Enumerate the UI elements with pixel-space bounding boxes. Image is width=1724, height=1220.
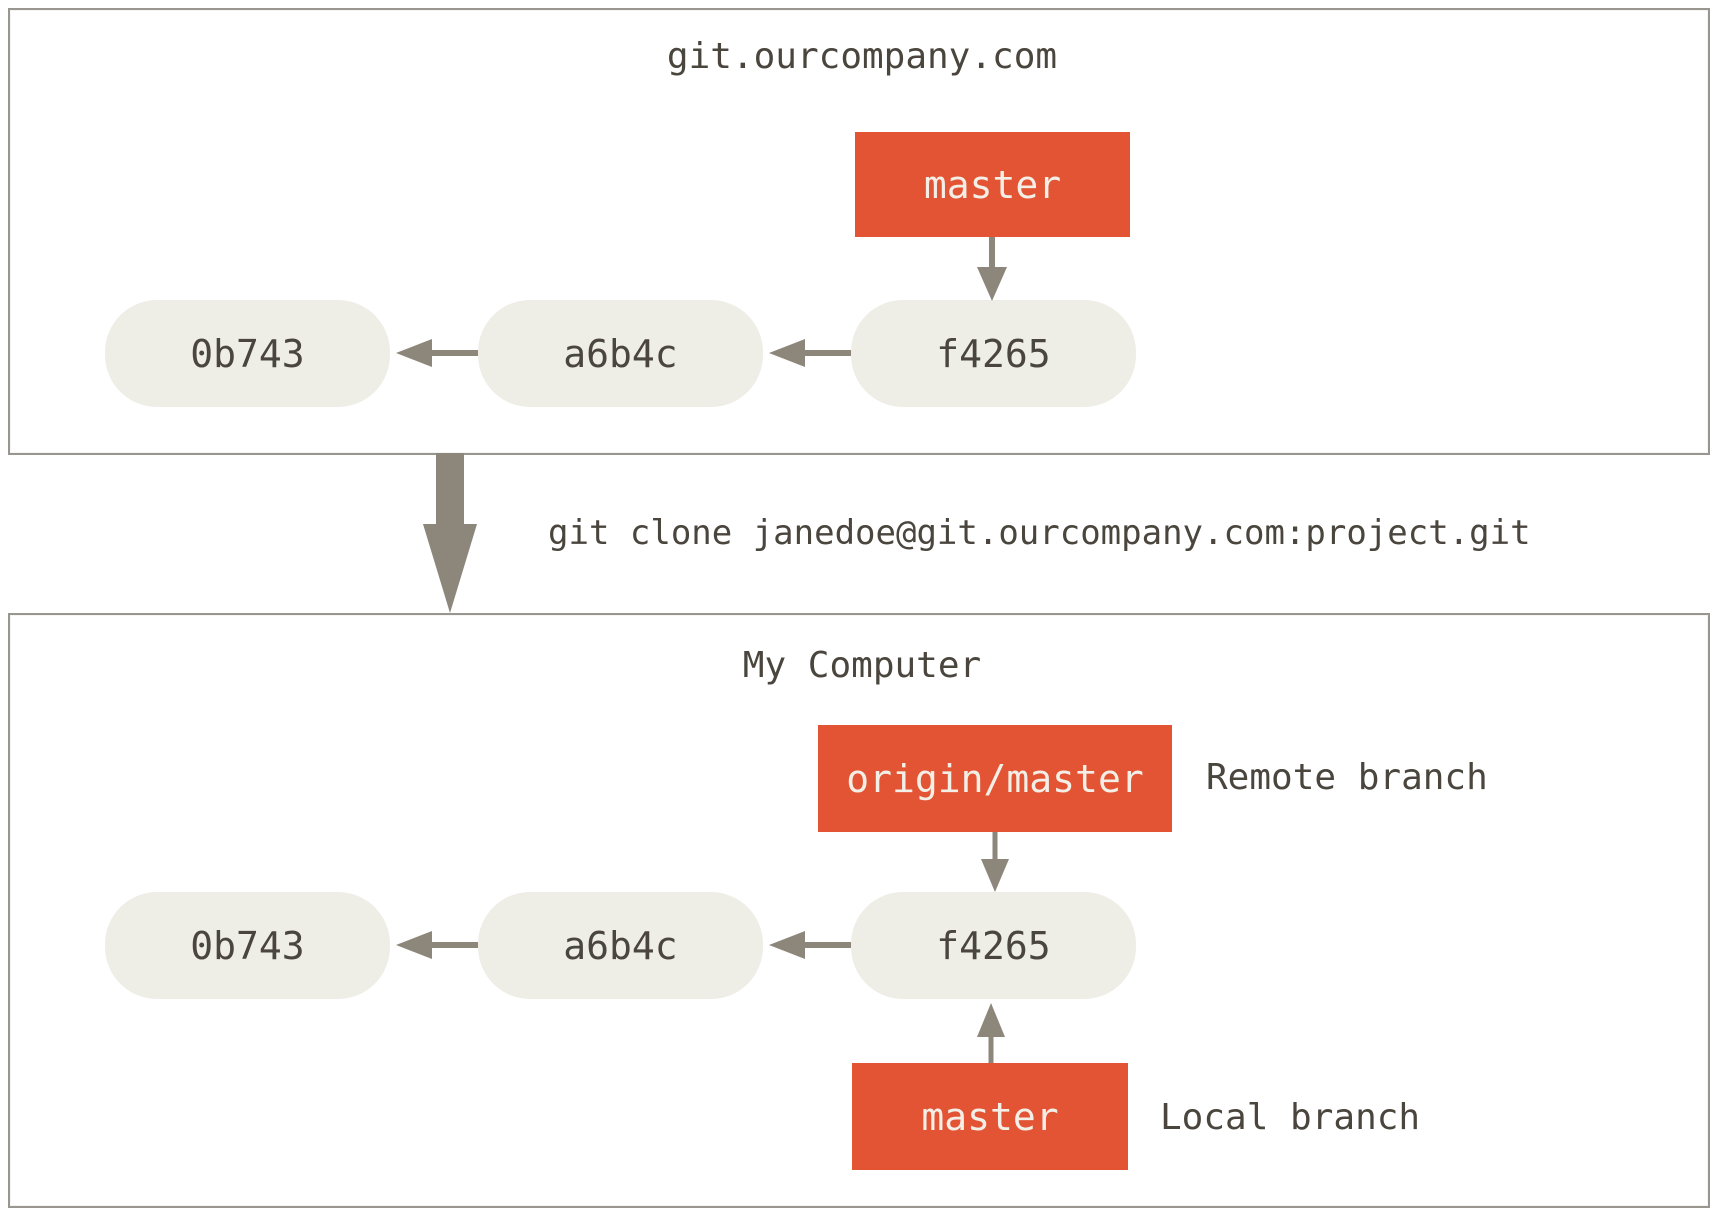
local-commit-0b743: 0b743 — [105, 892, 390, 999]
clone-arrow — [423, 453, 477, 613]
server-master-branch-label: master — [855, 132, 1130, 237]
local-branch-annotation: Local branch — [1160, 1097, 1421, 1138]
local-master-branch-label: master — [852, 1063, 1128, 1170]
server-commit-f4265: f4265 — [851, 300, 1136, 407]
remote-branch-annotation: Remote branch — [1206, 757, 1488, 798]
local-commit-f4265: f4265 — [851, 892, 1136, 999]
clone-command-label: git clone janedoe@git.ourcompany.com:pro… — [548, 513, 1531, 553]
remote-tracking-branch-label: origin/master — [818, 725, 1172, 832]
server-commit-0b743: 0b743 — [105, 300, 390, 407]
server-commit-a6b4c: a6b4c — [478, 300, 763, 407]
computer-box-title: My Computer — [742, 645, 982, 686]
server-box-title: git.ourcompany.com — [666, 36, 1058, 77]
local-commit-a6b4c: a6b4c — [478, 892, 763, 999]
